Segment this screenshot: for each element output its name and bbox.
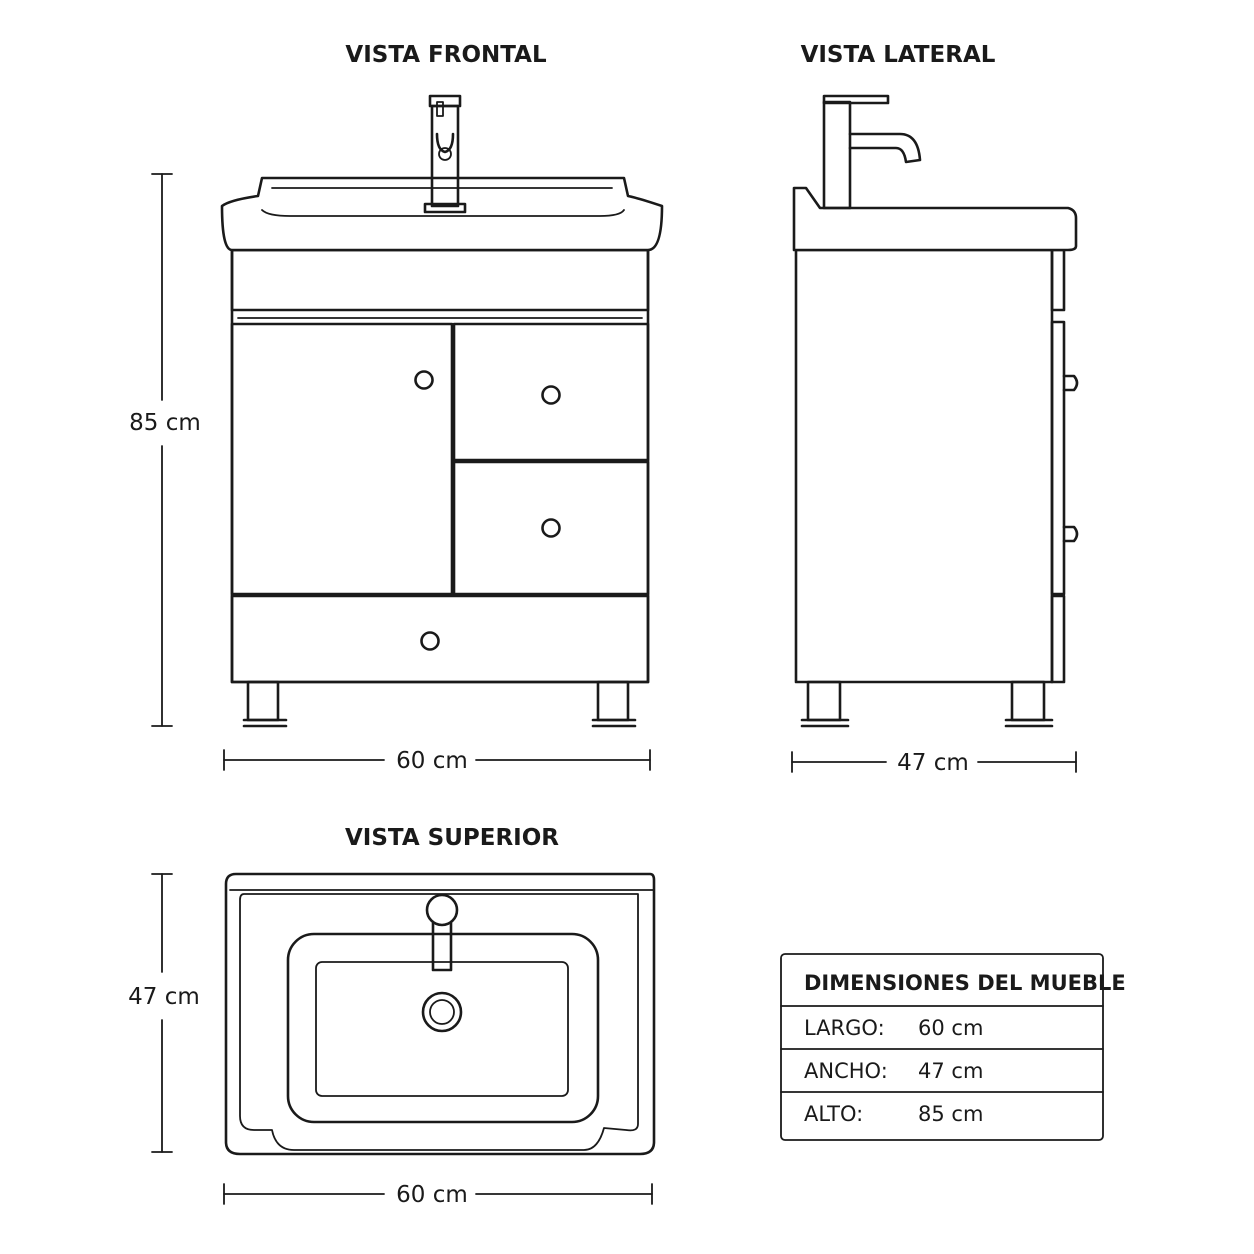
side-faucet-icon (822, 94, 922, 210)
front-legs (242, 680, 637, 728)
table-row-value: 85 cm (918, 1102, 983, 1126)
front-view (220, 94, 664, 728)
top-view-title: VISTA SUPERIOR (345, 825, 559, 851)
side-door-edge (1050, 320, 1066, 596)
table-row-value: 47 cm (918, 1059, 983, 1083)
side-legs (800, 680, 1054, 728)
side-knob-icon (1062, 525, 1079, 543)
side-depth-dimension: 47 cm (791, 750, 1077, 776)
table-row-label: ALTO: (804, 1102, 863, 1126)
top-faucet-icon (425, 893, 459, 972)
front-width-dimension: 60 cm (223, 748, 651, 774)
side-view (792, 94, 1079, 728)
front-faucet-icon (423, 94, 467, 214)
side-cabinet-body (794, 248, 1054, 684)
side-drawer-edge (1050, 594, 1066, 684)
top-width-label: 60 cm (396, 1182, 468, 1208)
door-knob-icon (414, 370, 434, 390)
drawer-knob-icon (420, 631, 440, 651)
side-depth-label: 47 cm (897, 750, 969, 776)
front-cabinet-body (230, 248, 650, 684)
front-middle-drawer (452, 460, 650, 596)
front-left-door (230, 322, 454, 596)
drawer-knob-icon (541, 518, 561, 538)
top-basin-outline (224, 872, 656, 1156)
front-view-title: VISTA FRONTAL (345, 42, 547, 68)
front-basin-top (220, 176, 664, 252)
side-knob-icon (1062, 374, 1079, 392)
top-depth-label: 47 cm (128, 984, 200, 1010)
table-row-label: ANCHO: (804, 1059, 888, 1083)
top-width-dimension: 60 cm (223, 1182, 653, 1208)
front-apron (230, 248, 650, 312)
front-upper-drawer (452, 322, 650, 462)
table-row-label: LARGO: (804, 1016, 885, 1040)
front-height-label: 85 cm (129, 410, 201, 436)
drain-icon (421, 991, 463, 1033)
side-view-title: VISTA LATERAL (801, 42, 996, 68)
side-basin-top (792, 186, 1078, 252)
side-apron-edge (1050, 248, 1066, 312)
top-bowl (286, 932, 600, 1124)
dimensions-table: DIMENSIONES DEL MUEBLE LARGO: 60 cm ANCH… (780, 953, 1126, 1141)
drawer-knob-icon (541, 385, 561, 405)
top-depth-dimension: 47 cm (128, 873, 200, 1153)
table-row-value: 60 cm (918, 1016, 983, 1040)
front-bottom-drawer (230, 594, 650, 684)
table-header: DIMENSIONES DEL MUEBLE (804, 971, 1126, 995)
top-view (224, 872, 656, 1156)
front-width-label: 60 cm (396, 748, 468, 774)
front-height-dimension: 85 cm (129, 173, 201, 727)
